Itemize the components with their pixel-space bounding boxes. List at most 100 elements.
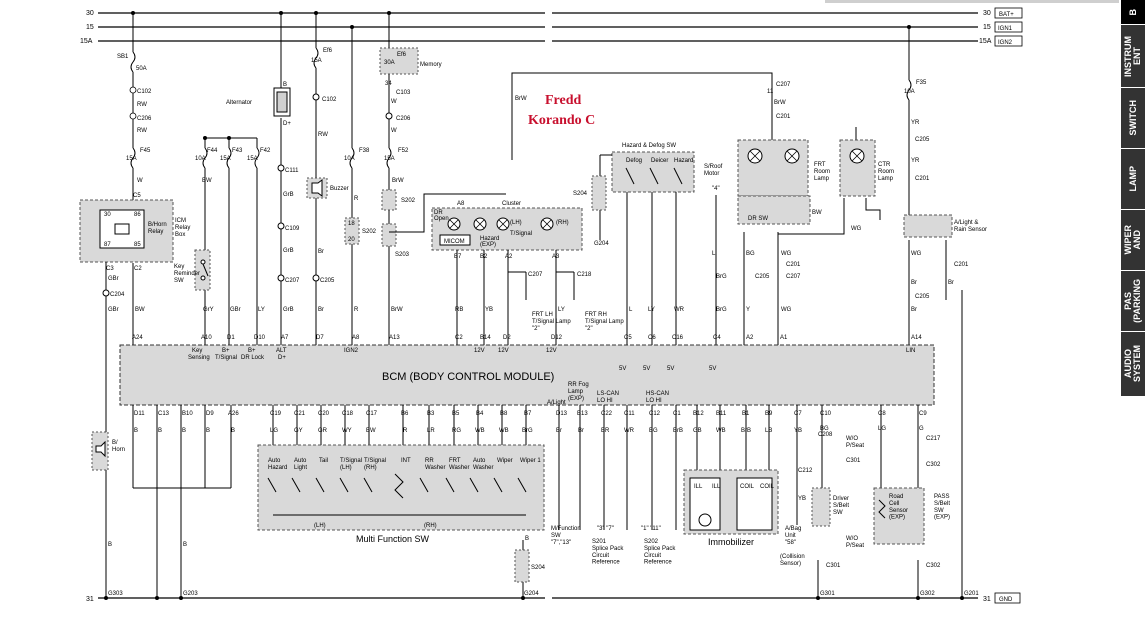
mfn-lh-note: (LH) (314, 523, 326, 529)
rail-name-bat: BAT+ (999, 12, 1014, 18)
dr-sw-box (737, 195, 811, 225)
bhorn-label: B/Horn (112, 440, 125, 453)
conn-c5-label: C5 (133, 193, 141, 199)
brw-top-wire (511, 72, 773, 160)
side-tab-pas[interactable]: PAS (PARKING (1121, 271, 1145, 332)
bcm-pin-b1: B1 (742, 411, 750, 417)
wire-wg-2: WG (781, 251, 792, 257)
wire-gbr-3: GBr (230, 307, 241, 313)
side-tab-switch[interactable]: SWITCH (1121, 88, 1145, 149)
wire-wg-1: WG (851, 226, 862, 232)
conn-c3-label: C3 (106, 266, 114, 272)
wire-code-c21: GY (294, 428, 303, 434)
side-tab-b[interactable]: B (1121, 0, 1145, 25)
bcm-sub-key: Key (192, 348, 202, 354)
bcm-sub-bplus-1: B+ (222, 348, 230, 354)
bcm-pin-d12: D12 (551, 335, 563, 341)
wire-code-d13: Br (556, 428, 562, 434)
bcm-bottom-pin-labels: D11 C13 B10 D9 A26 C19 C21 C20 C18 C17 B… (134, 411, 927, 417)
relay-pin-85: 85 (134, 242, 141, 248)
conn-c204-label: C204 (110, 292, 125, 298)
micom-label: MICOM (444, 239, 465, 245)
wire-w-2: W (391, 99, 397, 105)
wire-code-c11: WR (624, 428, 635, 434)
cluster-tsignal: T/Signal (510, 231, 532, 237)
wire-code-b9: LB (765, 428, 772, 434)
hazard-defog-box (611, 151, 695, 193)
conn-c301-label-a: C301 (846, 458, 861, 464)
side-tab-wiper[interactable]: WIPER AND (1121, 210, 1145, 271)
light-rain-sensor-box (903, 214, 953, 238)
bcm-sub-alt: ALT (276, 348, 287, 354)
side-tab-instrument[interactable]: INSTRUM ENT (1121, 25, 1145, 88)
s202-codes: "1" "11" (641, 526, 661, 532)
light-rain-label: A/Light &Rain Sensor (954, 220, 987, 233)
wire-code-c10: BG (820, 426, 829, 432)
side-tab-audio[interactable]: AUDIO SYSTEM (1121, 332, 1145, 397)
wire-br-2: Br (318, 307, 324, 313)
f44-f42-bus (202, 137, 260, 345)
wire-br-1: Br (318, 249, 324, 255)
bcm-pin-d1: D1 (227, 335, 235, 341)
wire-gbr-2: GBr (108, 307, 119, 313)
wire-bw-3: BW (812, 210, 822, 216)
bcm-pin-b7: B7 (524, 411, 532, 417)
rail-15-right: 15 (983, 24, 991, 31)
bcm-pin-c11: C11 (624, 411, 635, 417)
immobilizer-label: Immobilizer (708, 537, 754, 547)
watermark-line-2: Korando C (528, 113, 595, 128)
f35-wires (906, 27, 947, 345)
bcm-pin-c7: C7 (794, 411, 802, 417)
bcm-pin-b13: B13 (577, 411, 588, 417)
bcm-pin-c6: C6 (648, 335, 656, 341)
rail-30-right: 30 (983, 10, 991, 17)
watermark-line-1: Fredd (545, 93, 582, 108)
ef6b-rating: 30A (384, 60, 395, 66)
f35-id: F35 (916, 80, 927, 86)
side-tab-lamp[interactable]: LAMP (1121, 149, 1145, 210)
bcm-pin-c18: C18 (342, 411, 354, 417)
bcm-top-pin-labels: A24 A10 D1 D10 A7 D7 A8 A13 C2 B14 D2 D1… (132, 335, 922, 341)
bcm-pin-b14: B14 (480, 335, 491, 341)
cluster-hazard: Hazard (480, 236, 499, 242)
wire-code-c20: GR (318, 428, 328, 434)
side-tab-audio-label: AUDIO SYSTEM (1123, 345, 1142, 383)
bcm-sub-lin: LIN (906, 348, 915, 354)
splice-label-s204-top: S204 (573, 191, 588, 197)
conn-c206-label-b: C206 (396, 116, 411, 122)
rail-15a-left: 15A (80, 38, 93, 45)
bcm-sub-5v-2: 5V (643, 366, 650, 372)
bcm-title: BCM (BODY CONTROL MODULE) (382, 371, 554, 383)
buzzer-label: Buzzer (330, 186, 349, 192)
splice-label-s202-b: S202 (401, 198, 416, 204)
wire-ly-2: LY (558, 307, 565, 313)
s203-splice (381, 223, 397, 247)
conn-c103-label: C103 (396, 90, 411, 96)
wire-brg-2: BrG (716, 307, 727, 313)
conn-c217-label: C217 (926, 436, 941, 442)
wire-w-3: W (391, 128, 397, 134)
s204-splice-top (591, 175, 607, 211)
buzzer-wires (313, 13, 319, 345)
bcm-sub-sensing: Sensing (188, 355, 210, 361)
mfn-int: INT (401, 458, 411, 464)
relay-pin-30: 30 (104, 212, 111, 218)
splice-label-s204-bottom: S204 (531, 565, 546, 571)
conn-c302-label-a: C302 (926, 462, 941, 468)
key-reminder-contact-2 (200, 275, 206, 281)
conn-c205-label-c: C205 (915, 137, 930, 143)
bcm-pin-b3: B3 (427, 411, 435, 417)
alternator-pin-b: B (283, 82, 287, 88)
hazard-label: Hazard (674, 158, 693, 164)
top-strip (825, 0, 1119, 3)
conn-c302-label-b: C302 (926, 563, 941, 569)
wire-yb-1: YB (485, 307, 493, 313)
f42-id: F42 (260, 148, 271, 154)
